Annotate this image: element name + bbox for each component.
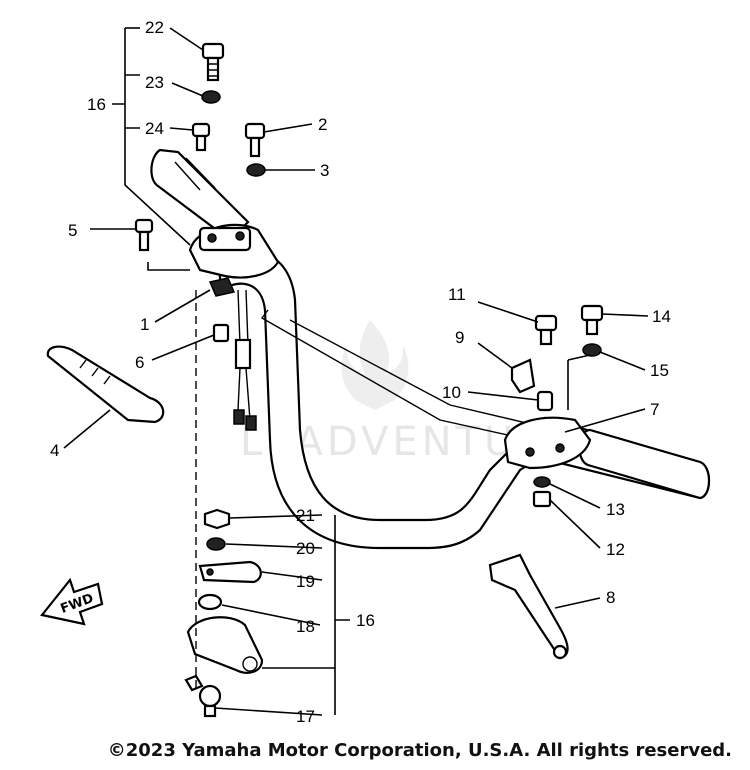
nut-21 [203, 508, 231, 530]
leader-lines [63, 27, 649, 716]
label-7: 7 [650, 400, 659, 419]
label-19: 19 [296, 572, 315, 591]
label-17: 17 [296, 707, 315, 726]
copyright-notice: ©2023 Yamaha Motor Corporation, U.S.A. A… [107, 740, 732, 761]
label-12: 12 [606, 540, 625, 559]
bolt-22 [201, 42, 225, 82]
label-21: 21 [296, 506, 315, 525]
label-10: 10 [442, 383, 461, 402]
washer-23 [201, 90, 221, 104]
bolt-2 [244, 122, 266, 158]
label-22: 22 [145, 18, 164, 37]
label-1: 1 [140, 315, 149, 334]
bracket-9 [510, 358, 536, 394]
label-16-bottom: 16 [356, 611, 375, 630]
label-8: 8 [606, 588, 615, 607]
left-lever-bracket [188, 223, 280, 431]
label-23: 23 [145, 73, 164, 92]
clutch-lever-4 [46, 345, 165, 424]
housing-16 [186, 616, 264, 674]
cable-end-17 [184, 674, 222, 718]
label-16-top: 16 [87, 95, 106, 114]
label-14: 14 [652, 307, 671, 326]
label-20: 20 [296, 539, 315, 558]
screw-24 [191, 122, 211, 152]
label-3: 3 [320, 161, 329, 180]
washer-3 [246, 163, 266, 177]
bolt-11 [534, 314, 558, 346]
collar-18 [197, 593, 223, 611]
plate-19 [198, 560, 262, 584]
washer-15 [582, 343, 602, 357]
label-11: 11 [448, 285, 466, 304]
label-6: 6 [135, 353, 144, 372]
bolt-14 [580, 304, 604, 336]
nut-6 [212, 323, 230, 343]
nut-12 [532, 490, 552, 508]
brake-lever-8 [488, 553, 569, 660]
label-2: 2 [318, 115, 327, 134]
part-labels: 22 23 16 24 2 3 5 1 6 4 11 9 10 7 14 15 … [50, 18, 671, 726]
bolt-5 [134, 218, 154, 252]
label-13: 13 [606, 500, 625, 519]
label-18: 18 [296, 617, 315, 636]
washer-13 [533, 476, 551, 488]
washer-20 [206, 537, 226, 551]
label-5: 5 [68, 221, 77, 240]
label-4: 4 [50, 441, 59, 460]
fwd-arrow-icon: FWD [40, 577, 104, 626]
label-9: 9 [455, 328, 464, 347]
collar-10 [536, 390, 554, 412]
label-15: 15 [650, 361, 669, 380]
label-24: 24 [145, 119, 164, 138]
